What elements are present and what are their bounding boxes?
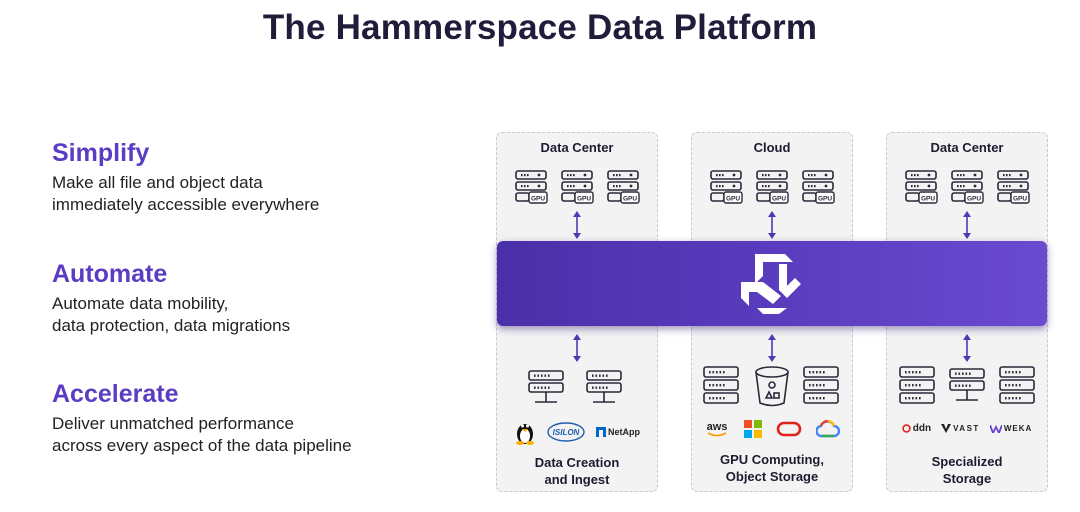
gpu-server-icon <box>904 169 938 205</box>
gpu-server-icon <box>514 169 548 205</box>
object-bucket-icon <box>752 365 792 409</box>
column-bottom-label: GPU Computing, Object Storage <box>720 452 824 484</box>
hammerspace-platform-band <box>497 241 1047 326</box>
gpu-server-icon <box>709 169 743 205</box>
vendor-logos: ddn VAST WEKA <box>887 423 1047 434</box>
isilon-logo: ISILON <box>547 422 585 442</box>
gpu-server-icon <box>560 169 594 205</box>
gpu-server-icon <box>606 169 640 205</box>
netapp-logo-text: NetApp <box>608 427 640 437</box>
storage-array-icon <box>801 365 841 409</box>
vendor-logos: ISILON NetApp <box>497 419 657 445</box>
feature-text: Deliver unmatched performance across eve… <box>52 414 352 455</box>
bidirectional-arrow-icon <box>766 210 778 240</box>
netapp-logo: NetApp <box>596 427 640 437</box>
gpu-server-icon <box>801 169 835 205</box>
weka-logo-text: WEKA <box>1003 424 1033 433</box>
netapp-mark-icon <box>596 427 606 437</box>
vast-logo: VAST <box>941 424 980 433</box>
microsoft-logo <box>744 420 762 438</box>
ddn-logo: ddn <box>902 423 931 434</box>
feature-automate: Automate Automate data mobility, data pr… <box>52 259 472 337</box>
aws-logo-text: aws <box>707 421 728 433</box>
linux-tux-icon <box>516 424 534 445</box>
storage-array-icon <box>701 365 741 409</box>
column-top-label: Data Center <box>540 140 614 155</box>
server-icon <box>947 367 987 407</box>
bidirectional-arrow-icon <box>571 333 583 363</box>
feature-heading: Simplify <box>52 139 150 167</box>
isilon-logo-text: ISILON <box>553 428 580 437</box>
ddn-logo-text: ddn <box>912 423 932 434</box>
feature-heading: Automate <box>52 260 168 288</box>
google-cloud-logo <box>816 420 840 438</box>
weka-mark-icon <box>989 424 1002 433</box>
bidirectional-arrow-icon <box>766 333 778 363</box>
aws-logo: aws <box>707 421 728 437</box>
ddn-mark-icon <box>902 424 911 433</box>
feature-heading: Accelerate <box>52 380 179 408</box>
feature-text: Make all file and object data immediatel… <box>52 173 320 214</box>
server-icon <box>584 369 624 409</box>
column-top-label: Cloud <box>753 140 791 155</box>
bidirectional-arrow-icon <box>571 210 583 240</box>
vast-logo-text: VAST <box>953 424 980 433</box>
vast-mark-icon <box>941 424 952 433</box>
gpu-server-icon <box>950 169 984 205</box>
storage-array-icon <box>997 365 1037 409</box>
feature-simplify: Simplify Make all file and object data i… <box>52 138 472 216</box>
weka-logo: WEKA <box>989 424 1033 433</box>
server-icon <box>526 369 566 409</box>
page-title: The Hammerspace Data Platform <box>262 8 818 47</box>
gpu-server-icon <box>755 169 789 205</box>
feature-accelerate: Accelerate Deliver unmatched performance… <box>52 379 472 457</box>
column-bottom-label: Specialized Storage <box>931 454 1003 486</box>
column-top-label: Data Center <box>930 140 1004 155</box>
storage-array-icon <box>897 365 937 409</box>
feature-text: Automate data mobility, data protection,… <box>52 294 291 335</box>
hammerspace-logo-icon <box>741 254 801 314</box>
oracle-logo <box>776 421 802 437</box>
bidirectional-arrow-icon <box>961 210 973 240</box>
gpu-server-icon <box>996 169 1030 205</box>
bidirectional-arrow-icon <box>961 333 973 363</box>
column-bottom-label: Data Creation and Ingest <box>534 455 620 487</box>
vendor-logos: aws <box>692 419 852 439</box>
